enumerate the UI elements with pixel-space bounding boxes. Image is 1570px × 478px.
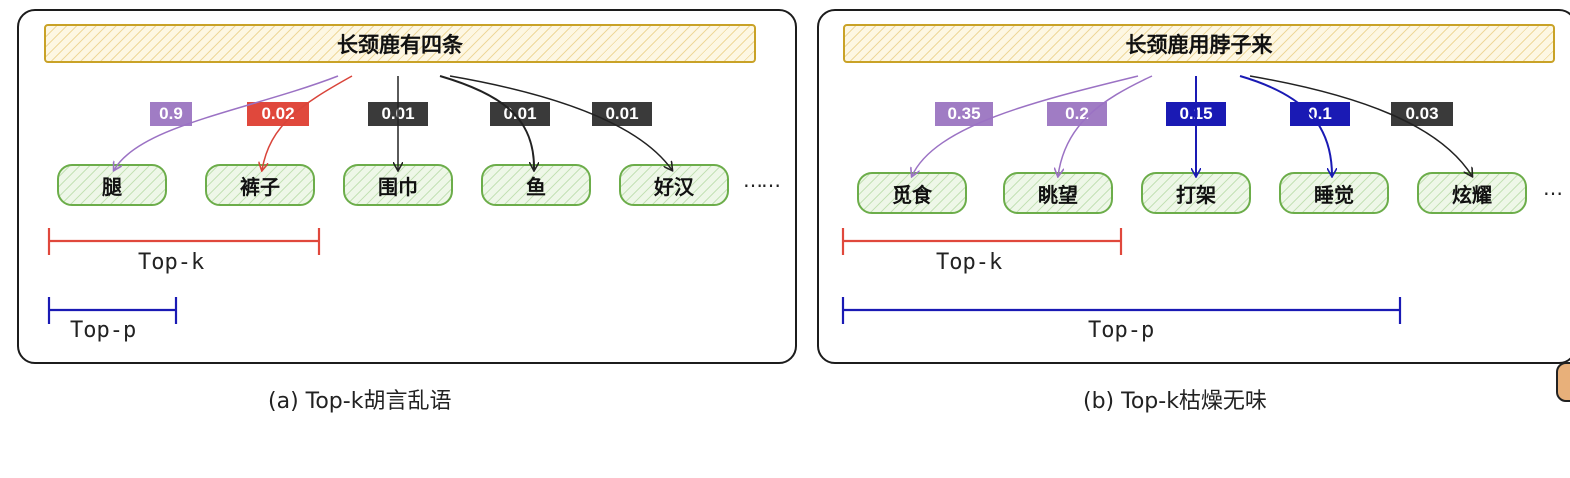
panel-a-prompt-box: 长颈鹿有四条 bbox=[44, 24, 756, 63]
panel-b-token: 眺望 bbox=[1003, 172, 1113, 214]
panel-a-ellipsis: …… bbox=[743, 168, 781, 192]
panel-b-top-p-label: Top-p bbox=[1088, 318, 1155, 343]
panel-b-token: 打架 bbox=[1141, 172, 1251, 214]
panel-a-token: 鱼 bbox=[481, 164, 591, 206]
panel-a-token: 好汉 bbox=[619, 164, 729, 206]
panel-b-token: 炫耀 bbox=[1417, 172, 1527, 214]
panel-a-prob-label: 0.01 bbox=[490, 102, 550, 126]
panel-a-prob-label: 0.9 bbox=[150, 102, 192, 126]
panel-a-caption: (a) Top-k胡言乱语 bbox=[268, 389, 452, 414]
panel-b-prob-label: 0.35 bbox=[935, 102, 993, 126]
panel-b-prompt-box: 长颈鹿用脖子来 bbox=[843, 24, 1555, 63]
panel-a-prob-label: 0.01 bbox=[368, 102, 428, 126]
panel-a-prob-label: 0.01 bbox=[592, 102, 652, 126]
panel-a-token: 腿 bbox=[57, 164, 167, 206]
panel-b-prob-label: 0.15 bbox=[1166, 102, 1226, 126]
panel-b-token: 睡觉 bbox=[1279, 172, 1389, 214]
panel-b-prob-label: 0.1 bbox=[1290, 102, 1350, 126]
panel-a-prob-label: 0.02 bbox=[247, 102, 309, 126]
panel-a-token: 围巾 bbox=[343, 164, 453, 206]
panel-b-top-k-label: Top-k bbox=[936, 250, 1003, 275]
panel-a-top-k-label: Top-k bbox=[138, 250, 205, 275]
panel-b-caption: (b) Top-k枯燥无味 bbox=[1083, 389, 1267, 414]
panel-b-prob-label: 0.2 bbox=[1047, 102, 1107, 126]
panel-b-token: 觅食 bbox=[857, 172, 967, 214]
panel-b-prob-label: 0.03 bbox=[1391, 102, 1453, 126]
panel-a-token: 裤子 bbox=[205, 164, 315, 206]
panel-b-ellipsis: … bbox=[1543, 176, 1563, 200]
avatar bbox=[1556, 362, 1570, 402]
panel-a-top-p-label: Top-p bbox=[70, 318, 137, 343]
